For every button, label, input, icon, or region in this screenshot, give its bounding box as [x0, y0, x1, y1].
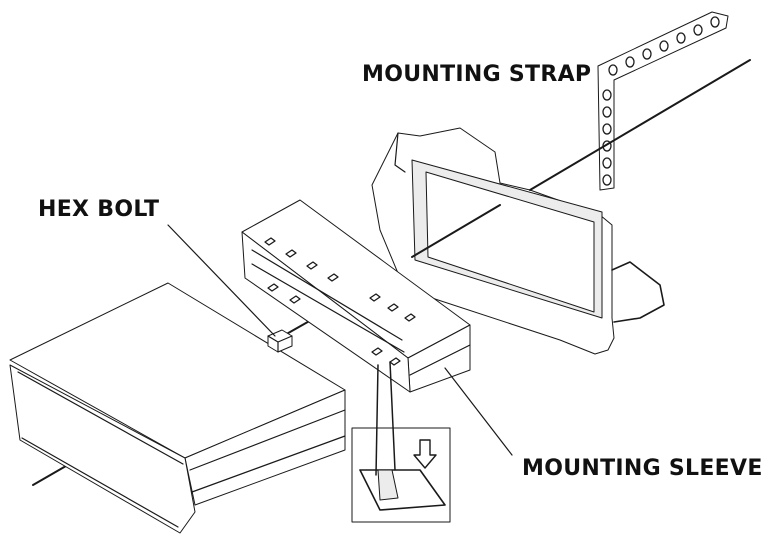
strap-holes: [602, 16, 720, 186]
hex-bolt-label: HEX BOLT: [38, 197, 159, 222]
mounting-sleeve-leader-line: [444, 367, 513, 456]
mounting-sleeve: [241, 199, 471, 393]
hex-bolt-leader-line: [167, 224, 276, 337]
assembly-axis-line: [32, 59, 751, 486]
screwdriver-detail-inset: [351, 361, 451, 523]
radio-unit: [9, 282, 346, 534]
sleeve-tabs: [264, 237, 416, 366]
down-arrow-icon: [413, 439, 437, 469]
mounting-strap-label: MOUNTING STRAP: [362, 62, 591, 87]
mounting-sleeve-label: MOUNTING SLEEVE: [522, 456, 763, 481]
mounting-strap: [597, 11, 729, 191]
